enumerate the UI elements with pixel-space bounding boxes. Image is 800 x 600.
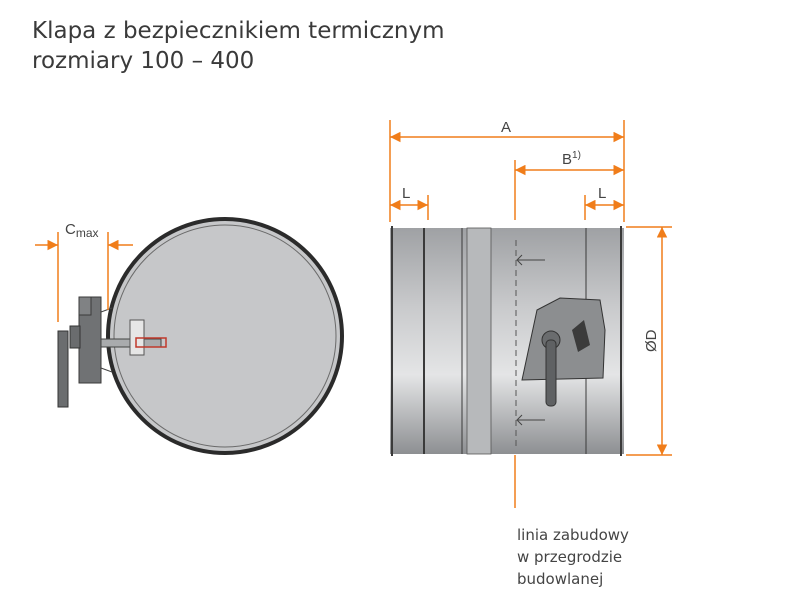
flow-arrow-top	[516, 254, 545, 266]
note-line-2: w przegrodzie	[517, 548, 623, 566]
dimension-lines	[389, 120, 672, 508]
lever-handle	[545, 339, 557, 407]
thermal-fuse	[572, 320, 590, 352]
fusible-link-spring	[135, 337, 167, 348]
title-line-2: rozmiary 100 – 400	[32, 48, 255, 74]
flow-arrow-bottom	[516, 414, 545, 426]
note-line-1: linia zabudowy	[517, 526, 629, 544]
damper-disc	[106, 217, 344, 455]
dimension-a-label: A	[501, 119, 511, 136]
title-line-1: Klapa z bezpiecznikiem termicznym	[32, 18, 445, 44]
installation-line-note: linia zabudowy w przegrodzie budowlanej	[517, 524, 629, 590]
dimension-b-label: B1)	[562, 150, 581, 168]
handle	[57, 330, 69, 408]
band	[466, 227, 492, 455]
casing-rings	[391, 226, 622, 456]
note-line-3: budowlanej	[517, 570, 604, 588]
diagram-title: Klapa z bezpiecznikiem termicznym rozmia…	[32, 16, 445, 76]
disc-rim	[113, 224, 337, 448]
dimension-l-right-label: L	[598, 185, 606, 202]
cmax-label: Cmax	[65, 221, 99, 240]
dimension-l-left-label: L	[402, 185, 410, 202]
actuator-step	[78, 296, 92, 316]
actuator-box	[521, 297, 606, 381]
side-view: A B1) L L ØD	[389, 119, 672, 508]
dimension-d-label: ØD	[643, 329, 660, 352]
bracket	[100, 307, 113, 373]
front-view: Cmax	[35, 217, 344, 455]
hub	[69, 325, 81, 349]
